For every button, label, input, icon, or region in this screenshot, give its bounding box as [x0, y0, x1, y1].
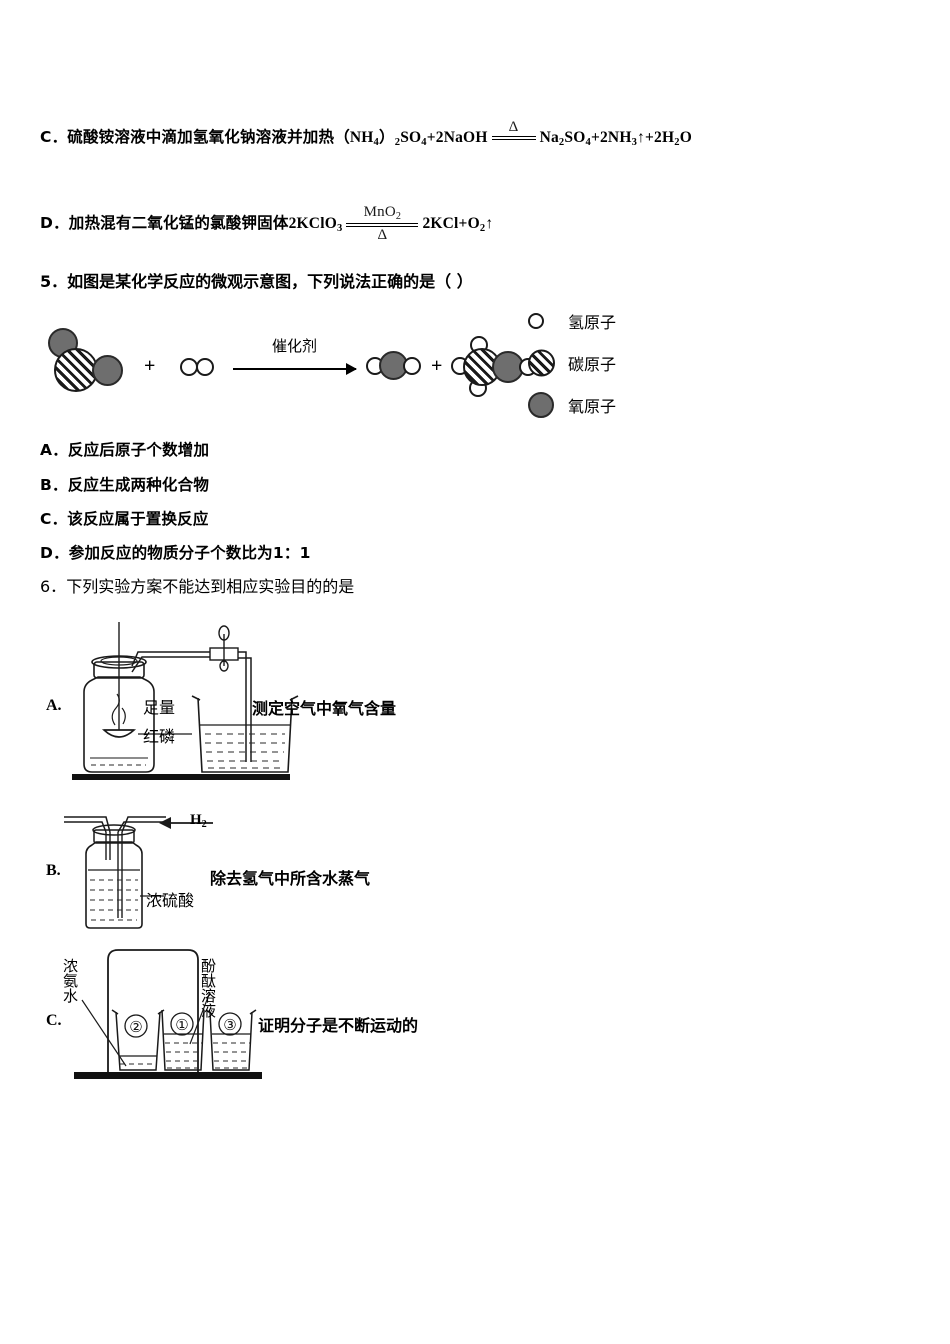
reaction-arrow: 催化剂: [233, 337, 357, 382]
reaction-microscopic-diagram: + 催化剂 +: [40, 322, 537, 412]
annotation-red-phosphorus: 红磷: [143, 727, 176, 746]
annotation-sufficient: 足量: [143, 698, 176, 717]
gas-label-hydrogen: H2: [190, 812, 207, 830]
option-d-equation-left: 2KClO3: [288, 215, 343, 234]
option-c-equation-right: Na2SO4+2NH3↑+2H2O: [539, 129, 692, 149]
option-a-text: 反应后原子个数增加: [67, 441, 210, 459]
option-d-condition-below: Δ: [377, 226, 388, 243]
option-c-condition-below: [492, 140, 536, 157]
legend-row-hydrogen: 氢原子: [528, 300, 708, 342]
option-d-equation-right: 2KCl+O2↑: [422, 215, 494, 234]
option-c-text: 该反应属于置换反应: [67, 510, 209, 528]
hydrogen-atom: [403, 357, 421, 375]
atom-legend: 氢原子 碳原子 氧原子: [528, 300, 708, 426]
option-a-label: A．: [40, 441, 68, 459]
purpose-text-option-a: 测定空气中氧气含量: [252, 699, 397, 718]
option-d-condition-above: MnO2: [363, 204, 402, 222]
hydrogen-inlet-annotation: [155, 812, 215, 839]
question6-option-a-label: A.: [46, 697, 62, 714]
question5-text: 如图是某化学反应的微观示意图，下列说法正确的是（ ）: [67, 272, 473, 291]
option-c-equation-left: （NH4）2SO4+2NaOH: [334, 129, 488, 149]
legend-row-carbon: 碳原子: [528, 342, 708, 384]
option-c-condition: Δ: [491, 119, 536, 157]
purpose-text-option-b: 除去氢气中所含水蒸气: [210, 869, 371, 888]
plus-sign-reactants: +: [144, 355, 156, 377]
question5-option-a: A．反应后原子个数增加: [40, 438, 209, 460]
hydrogen-atom-icon: [528, 313, 544, 329]
question4-option-d: D．加热混有二氧化锰的氯酸钾固体2KClO3 MnO2 Δ 2KCl+O2↑: [40, 204, 494, 244]
carbon-atom: [54, 348, 98, 392]
option-d-label: D．: [40, 544, 69, 562]
question6-option-b-label: B.: [46, 862, 61, 879]
question5-option-b: B．反应生成两种化合物: [40, 473, 209, 495]
svg-text:②: ②: [129, 1018, 142, 1036]
svg-text:①: ①: [175, 1016, 188, 1034]
question5-stem: 5．如图是某化学反应的微观示意图，下列说法正确的是（ ）: [40, 268, 473, 292]
oxygen-atom: [92, 355, 123, 386]
option-b-text: 反应生成两种化合物: [67, 476, 210, 494]
annotation-concentrated-sulfuric-acid: 浓硫酸: [146, 891, 195, 910]
question5-number: 5．: [40, 272, 68, 291]
question6-stem: 6．下列实验方案不能达到相应实验目的的是: [40, 573, 354, 597]
legend-label-oxygen: 氧原子: [568, 397, 617, 416]
reaction-rule: [346, 222, 419, 227]
legend-label-carbon: 碳原子: [568, 355, 617, 374]
plus-sign-products: +: [431, 355, 443, 377]
option-c-label: C．: [40, 510, 68, 528]
question5-option-d: D．参加反应的物质分子个数比为1：1: [40, 541, 311, 563]
option-d-condition: MnO2 Δ: [346, 204, 419, 244]
question6-text: 下列实验方案不能达到相应实验目的的是: [66, 577, 355, 596]
hydrogen-atom: [196, 358, 214, 376]
legend-label-hydrogen: 氢原子: [568, 313, 617, 332]
catalyst-label: 催化剂: [271, 337, 318, 355]
arrow-head-icon: [346, 363, 357, 375]
option-d-text: 参加反应的物质分子个数比为1：1: [68, 544, 311, 562]
question4-option-c: C．硫酸铵溶液中滴加氢氧化钠溶液并加热（NH4）2SO4+2NaOH Δ Na2…: [40, 119, 692, 157]
left-arrow-icon: [159, 817, 213, 829]
annotation-concentrated-ammonia: 浓氨水: [61, 958, 79, 1003]
annotation-phenolphthalein-solution: 酚酞溶液: [199, 958, 217, 1018]
apparatus-gas-washing-bottle: [64, 816, 166, 929]
arrow-shaft: [233, 368, 356, 370]
option-c-text: 硫酸铵溶液中滴加氢氧化钠溶液并加热: [67, 128, 335, 147]
purpose-text-option-c: 证明分子是不断运动的: [258, 1016, 419, 1035]
option-d-text: 加热混有二氧化锰的氯酸钾固体: [68, 214, 289, 233]
oxygen-atom-icon: [528, 392, 554, 418]
option-b-label: B．: [40, 476, 68, 494]
question5-option-c: C．该反应属于置换反应: [40, 507, 209, 529]
carbon-atom-icon: [528, 349, 555, 377]
option-c-label: C．: [40, 128, 68, 147]
svg-text:③: ③: [223, 1016, 236, 1034]
reaction-rule: [491, 135, 536, 140]
option-c-condition-above: Δ: [508, 119, 519, 135]
question6-number: 6．: [40, 577, 67, 596]
question6-option-c-label: C.: [46, 1012, 62, 1029]
option-d-label: D．: [40, 214, 69, 233]
apparatus-oxygen-content-measurement: [72, 622, 299, 780]
apparatus-molecular-motion-demo: ② ① ③: [74, 949, 262, 1079]
legend-row-oxygen: 氧原子: [528, 384, 708, 426]
